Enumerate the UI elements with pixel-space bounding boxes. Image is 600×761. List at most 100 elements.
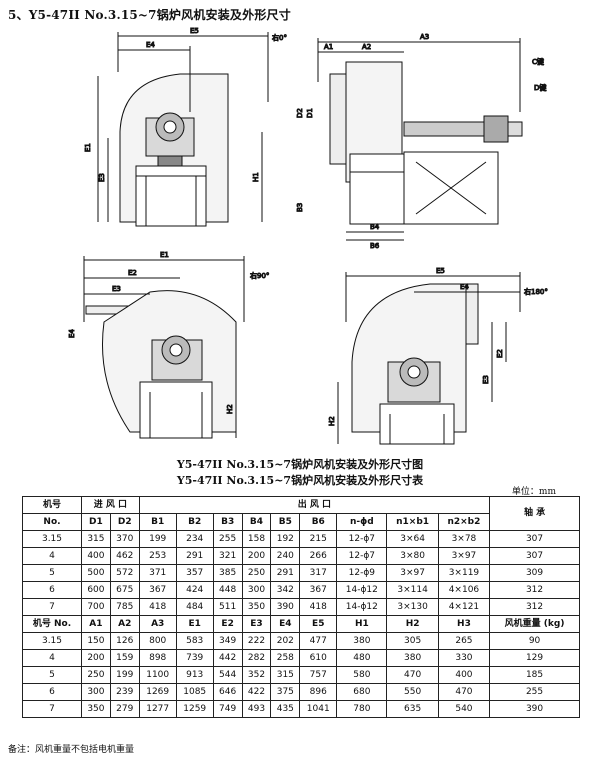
table-cell: 3×80 (386, 547, 439, 565)
table-cell: 3×114 (386, 581, 439, 599)
table-cell: 635 (386, 700, 439, 718)
table-cell: 159 (109, 649, 140, 667)
table-cell: 7 (22, 598, 82, 616)
table-cell: 367 (299, 581, 338, 599)
dim-H2-90-label: H2 (226, 404, 234, 414)
table-cell: 255 (212, 530, 243, 548)
fan-side-view (317, 38, 523, 241)
fan-view-90deg (83, 256, 245, 439)
header-cell: D1 (81, 513, 111, 531)
dim-A3-label: A3 (420, 33, 429, 41)
dim-D1-label: D1 (306, 108, 314, 118)
table-cell: 511 (212, 598, 243, 616)
table-cell: 371 (138, 564, 177, 582)
table-cell: 265 (437, 632, 491, 650)
fan-view-180deg (337, 272, 521, 445)
table-cell: 215 (299, 530, 338, 548)
header-cell: E2 (212, 615, 243, 633)
fan-drawings-svg: E5 E4 右0° E1 E3 H1 A (68, 27, 548, 445)
table-cell: 462 (109, 547, 140, 565)
table-cell: 317 (299, 564, 338, 582)
table-cell: 315 (270, 666, 301, 684)
table-cell: 800 (138, 632, 177, 650)
table-cell: 385 (212, 564, 243, 582)
table-cell: 470 (386, 666, 439, 684)
table-cell: 291 (270, 564, 301, 582)
table-cell: 250 (241, 564, 272, 582)
table-cell: 583 (175, 632, 214, 650)
table-cell: 12-ϕ9 (336, 564, 388, 582)
table-cell: 1085 (175, 683, 214, 701)
table-cell: 580 (336, 666, 388, 684)
table-cell: 357 (175, 564, 214, 582)
table-cell: 158 (241, 530, 272, 548)
rotation-90-label: 右90° (250, 271, 269, 280)
table-cell: 4×106 (437, 581, 491, 599)
table-cell: 3.15 (22, 632, 82, 650)
table-cell: 129 (489, 649, 580, 667)
table-cell: 199 (109, 666, 140, 684)
table-cell: 544 (212, 666, 243, 684)
table-cell: 5 (22, 564, 82, 582)
header-cell: 进 风 口 (81, 496, 140, 514)
table-cell: 448 (212, 581, 243, 599)
header-cell: B3 (212, 513, 243, 531)
table-cell: 321 (212, 547, 243, 565)
dim-E5-label: E5 (190, 27, 199, 35)
installation-drawings: E5 E4 右0° E1 E3 H1 A (0, 22, 600, 450)
dim-E3-label: E3 (98, 173, 106, 182)
table-cell: 380 (336, 632, 388, 650)
table-cell: 780 (336, 700, 388, 718)
table-cell: 307 (489, 547, 580, 565)
table-cell: 5 (22, 666, 82, 684)
table-cell: 239 (109, 683, 140, 701)
figure-caption: Y5-47II No.3.15~7锅炉风机安装及外形尺寸图 (176, 458, 424, 471)
table-cell: 480 (336, 649, 388, 667)
table-cell: 418 (299, 598, 338, 616)
header-cell: n2×b2 (437, 513, 491, 531)
header-cell: D2 (109, 513, 140, 531)
table-cell: 442 (212, 649, 243, 667)
table-cell: 913 (175, 666, 214, 684)
table-cell: 3×97 (386, 564, 439, 582)
table-cell: 126 (109, 632, 140, 650)
section-heading: 5、Y5-47II No.3.15~7锅炉风机安装及外形尺寸 (8, 8, 291, 22)
dim-E4-180-label: E4 (460, 283, 469, 291)
header-cell: n-ϕd (336, 513, 388, 531)
table-cell: 898 (138, 649, 177, 667)
table-cell: 675 (109, 581, 140, 599)
table-cell: 680 (336, 683, 388, 701)
table-cell: 222 (241, 632, 272, 650)
table-cell: 400 (81, 547, 111, 565)
key-C-label: C键 (532, 57, 544, 66)
table-cell: 700 (81, 598, 111, 616)
table-cell: 367 (138, 581, 177, 599)
table-cell: 300 (241, 581, 272, 599)
table-cell: 1041 (299, 700, 338, 718)
dim-E3-90-label: E3 (112, 285, 121, 293)
header-cell: H3 (437, 615, 491, 633)
table-row: 机号进 风 口出 风 口轴 承 (22, 496, 580, 531)
table-cell: 312 (489, 581, 580, 599)
dim-E4-90-label: E4 (68, 329, 76, 338)
rotation-180-label: 右180° (524, 287, 548, 296)
header-cell: H2 (386, 615, 439, 633)
table-cell: 255 (489, 683, 580, 701)
table-cell: 1277 (138, 700, 177, 718)
table-cell: 282 (241, 649, 272, 667)
table-cell: 312 (489, 598, 580, 616)
table-cell: 572 (109, 564, 140, 582)
header-cell: E4 (270, 615, 301, 633)
table-cell: 12-ϕ7 (336, 547, 388, 565)
header-cell: A3 (138, 615, 177, 633)
key-D-label: D键 (534, 83, 546, 92)
table-cell: 422 (241, 683, 272, 701)
footnote: 备注：风机重量不包括电机重量 (8, 745, 135, 755)
dim-E2-180-label: E2 (496, 349, 504, 358)
header-cell: 轴 承 (489, 496, 580, 531)
